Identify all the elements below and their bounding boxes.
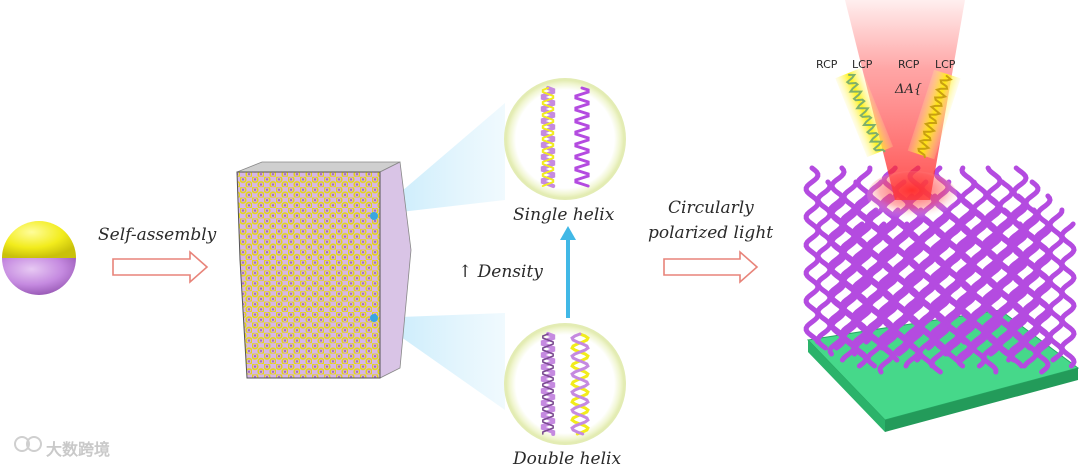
janus-sphere-icon (2, 221, 76, 295)
hollow-right-arrow-icon-2 (664, 252, 757, 282)
rcp-label-2: RCP (898, 58, 919, 71)
lcp-label-1: LCP (852, 58, 872, 71)
single-helix-zoom (505, 79, 625, 199)
circularly-label: Circularly (668, 198, 754, 218)
crystal-lattice (237, 162, 411, 378)
density-label: ↑ Density (458, 262, 543, 282)
self-assembly-label: Self-assembly (98, 225, 216, 245)
double-helix-zoom (505, 324, 625, 444)
rcp-label-1: RCP (816, 58, 837, 71)
delta-a-label: ΔA{ (895, 82, 922, 97)
hollow-right-arrow-icon (113, 252, 207, 282)
film-helix (1062, 224, 1074, 366)
film-helix (1050, 210, 1062, 360)
polarized-light-label: polarized light (648, 223, 773, 243)
watermark-logo-icon (15, 437, 41, 451)
double-helix-label: Double helix (513, 449, 621, 469)
single-helix-label: Single helix (513, 205, 614, 225)
up-arrow-icon (560, 226, 576, 318)
lcp-label-2: LCP (935, 58, 955, 71)
watermark-text: 大数跨境 (46, 436, 110, 460)
